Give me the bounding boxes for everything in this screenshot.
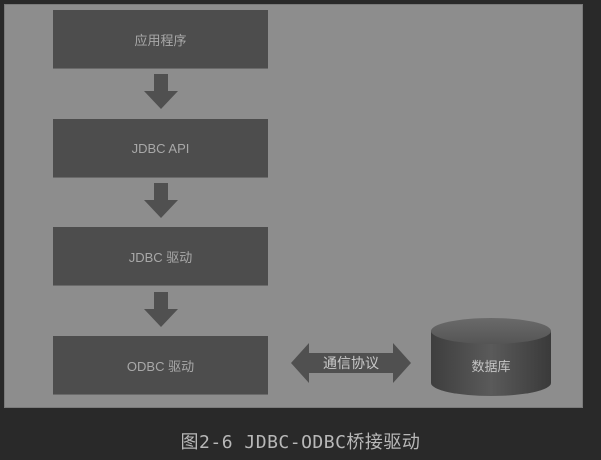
arrow-down-icon: [144, 183, 178, 218]
protocol-label-text: 通信协议: [323, 356, 379, 372]
box-application-label: 应用程序: [134, 32, 187, 48]
box-jdbc-driver: JDBC 驱动: [53, 227, 268, 285]
box-jdbc-api-label: JDBC API: [131, 140, 190, 156]
box-jdbc-driver-label: JDBC 驱动: [128, 249, 193, 265]
box-odbc-driver-label: ODBC 驱动: [126, 358, 195, 374]
diagram-canvas: 应用程序 JDBC API JDBC 驱动 ODBC 驱动 通信协议: [4, 4, 583, 408]
arrow-down-icon: [144, 292, 178, 327]
database-cylinder-icon: [431, 318, 551, 396]
box-odbc-driver: ODBC 驱动: [53, 336, 268, 394]
box-application: 应用程序: [53, 10, 268, 68]
box-jdbc-api: JDBC API: [53, 119, 268, 177]
database-label-text: 数据库: [471, 359, 511, 375]
protocol-label: 通信协议: [291, 341, 411, 385]
bidirectional-arrow-icon: [291, 343, 411, 383]
figure-caption: 图2-6 JDBC-ODBC桥接驱动: [180, 432, 421, 453]
database-label: 数据库: [429, 345, 553, 385]
arrow-down-icon: [144, 74, 178, 109]
